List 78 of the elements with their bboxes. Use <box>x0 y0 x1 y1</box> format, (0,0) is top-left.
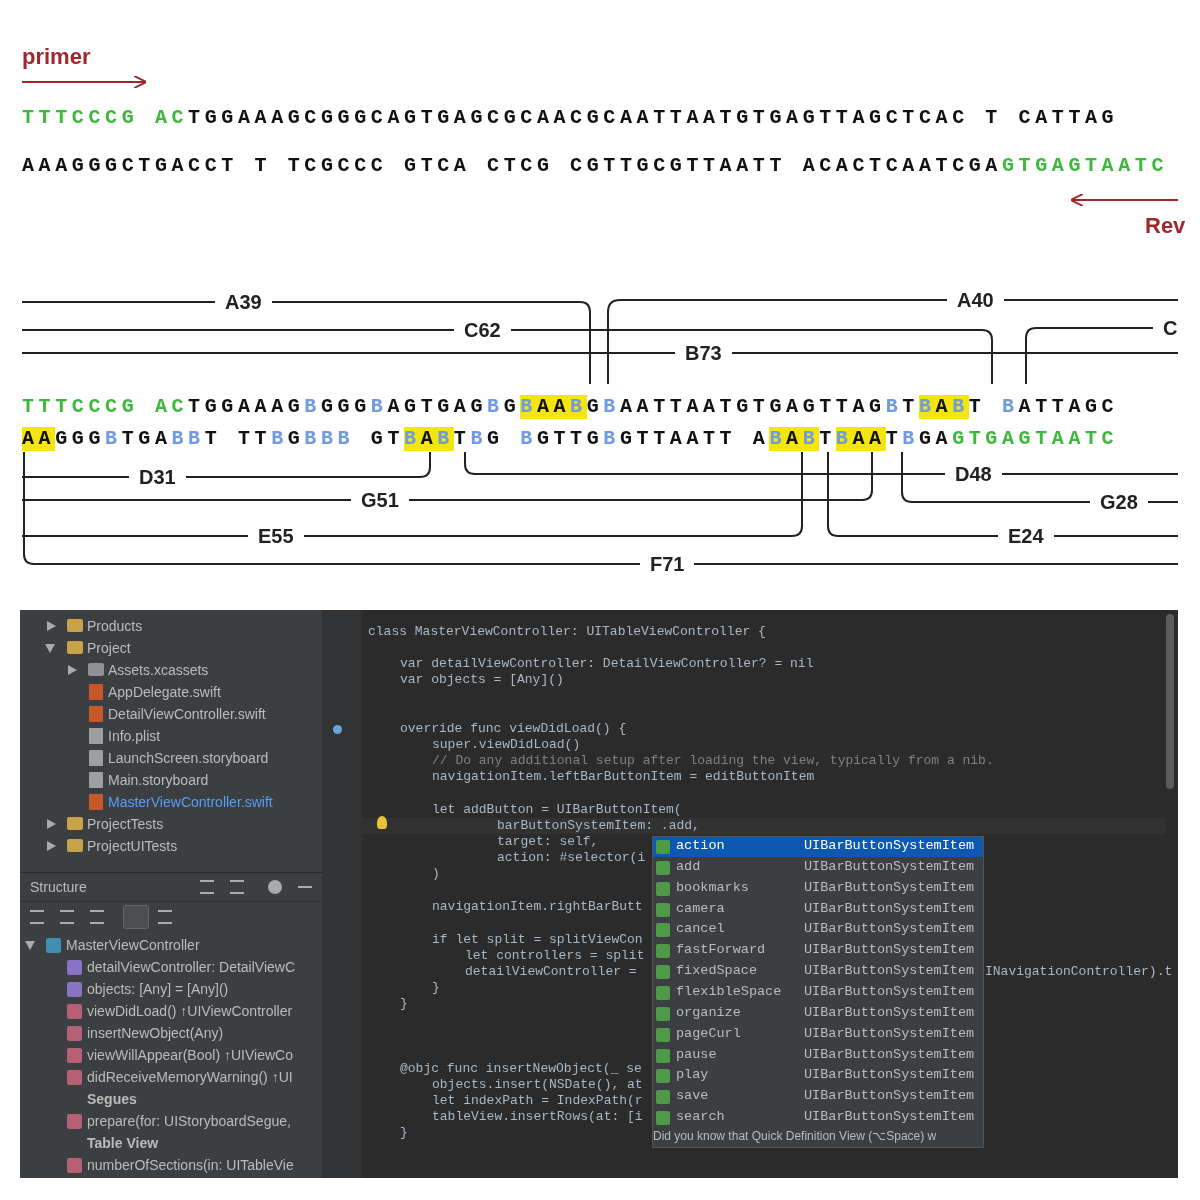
file-tree-item: LaunchScreen.storyboard <box>108 749 269 767</box>
code-line: override func viewDidLoad() { <box>400 721 627 737</box>
completion-item: pageCurl <box>676 1024 741 1043</box>
type-label: UIBarButtonSystemItem <box>804 899 975 918</box>
file-tree-item: Project <box>87 639 131 657</box>
code-line: detailViewController = <box>465 964 637 980</box>
type-label: UIBarButtonSystemItem <box>804 962 975 981</box>
completion-item: add <box>676 857 701 876</box>
type-label: UIBarButtonSystemItem <box>804 1066 975 1085</box>
file-tree-item: DetailViewController.swift <box>108 705 266 723</box>
code-line: objects.insert(NSDate(), at <box>432 1077 643 1093</box>
code-line: @objc func insertNewObject(_ se <box>400 1061 642 1077</box>
code-line: } <box>400 1125 408 1141</box>
type-label: UIBarButtonSystemItem <box>804 920 975 939</box>
panel-title: Structure <box>30 878 87 896</box>
type-label: UIBarButtonSystemItem <box>804 982 975 1001</box>
structure-item: viewWillAppear(Bool) ↑UIViewCo <box>87 1046 293 1064</box>
code-line: barButtonSystemItem: .add, <box>497 818 700 834</box>
code-line: super.viewDidLoad() <box>432 737 581 753</box>
completion-item: organize <box>676 1003 741 1022</box>
structure-item: prepare(for: UIStoryboardSegue, <box>87 1112 291 1130</box>
file-tree-item: Assets.xcassets <box>108 661 209 679</box>
code-line: INavigationController).t <box>985 964 1173 980</box>
section-heading: Segues <box>87 1090 137 1108</box>
completion-item: cancel <box>676 920 725 939</box>
structure-item: detailViewController: DetailViewC <box>87 958 296 976</box>
completion-item: bookmarks <box>676 878 749 897</box>
type-label: UIBarButtonSystemItem <box>804 1003 975 1022</box>
code-line: let indexPath = IndexPath(r <box>432 1093 643 1109</box>
type-label: UIBarButtonSystemItem <box>804 941 975 960</box>
code-line: } <box>432 980 440 996</box>
completion-item: search <box>676 1108 725 1127</box>
code-line: navigationItem.rightBarButt <box>432 899 643 915</box>
completion-item: save <box>676 1087 709 1106</box>
file-tree-item: Products <box>87 617 143 635</box>
file-tree-item: MasterViewController.swift <box>108 793 273 811</box>
code-comment: // Do any additional setup after loading the view, typically from a nib. <box>432 753 994 769</box>
structure-item: objects: [Any] = [Any]() <box>87 980 229 998</box>
structure-item: MasterViewController <box>66 936 200 954</box>
code-line: navigationItem.leftBarButtonItem = editButtonItem <box>432 769 815 785</box>
type-label: UIBarButtonSystemItem <box>804 1108 975 1127</box>
type-label: UIBarButtonSystemItem <box>804 878 975 897</box>
type-label: UIBarButtonSystemItem <box>804 1087 975 1106</box>
section-heading: Table View <box>87 1134 159 1152</box>
code-line: tableView.insertRows(at: [i <box>432 1109 643 1125</box>
file-tree-item: ProjectTests <box>87 815 164 833</box>
file-tree-item: AppDelegate.swift <box>108 683 221 701</box>
primer-label: Rev <box>1145 213 1186 239</box>
file-tree-item: ProjectUITests <box>87 837 178 855</box>
type-label: UIBarButtonSystemItem <box>804 837 975 855</box>
code-line: ) <box>432 866 440 882</box>
code-line: target: self, <box>497 834 599 850</box>
code-line: } <box>400 996 408 1012</box>
completion-item: camera <box>676 899 725 918</box>
code-line: var detailViewController: DetailViewController? = nil <box>400 656 814 672</box>
code-line: action: #selector(i <box>497 850 646 866</box>
type-label: UIBarButtonSystemItem <box>804 1045 975 1064</box>
file-tree-item: Info.plist <box>108 727 161 745</box>
code-line: let addButton = UIBarButtonItem( <box>432 802 682 818</box>
structure-item: didReceiveMemoryWarning() ↑UI <box>87 1068 293 1086</box>
structure-item: viewDidLoad() ↑UIViewController <box>87 1002 293 1020</box>
type-label: UIBarButtonSystemItem <box>804 1024 975 1043</box>
completion-item: action <box>676 837 725 855</box>
completion-item: fastForward <box>676 941 766 960</box>
structure-item: insertNewObject(Any) <box>87 1024 224 1042</box>
hint-text: Did you know that Quick Definition View (⌥Space) w <box>653 1128 937 1144</box>
code-line: if let split = splitViewCon <box>432 932 643 948</box>
primer-label: primer <box>22 44 91 70</box>
type-label: UIBarButtonSystemItem <box>804 857 975 876</box>
completion-item: fixedSpace <box>676 962 757 981</box>
completion-item: flexibleSpace <box>676 982 782 1001</box>
code-line: class MasterViewController: UITableViewController { <box>368 624 766 640</box>
code-line: let controllers = split <box>465 948 645 964</box>
file-tree-item: Main.storyboard <box>108 771 209 789</box>
structure-item: numberOfSections(in: UITableVie <box>87 1156 294 1174</box>
completion-item: pause <box>676 1045 717 1064</box>
completion-item: play <box>676 1066 709 1085</box>
code-line: var objects = [Any]() <box>400 672 564 688</box>
